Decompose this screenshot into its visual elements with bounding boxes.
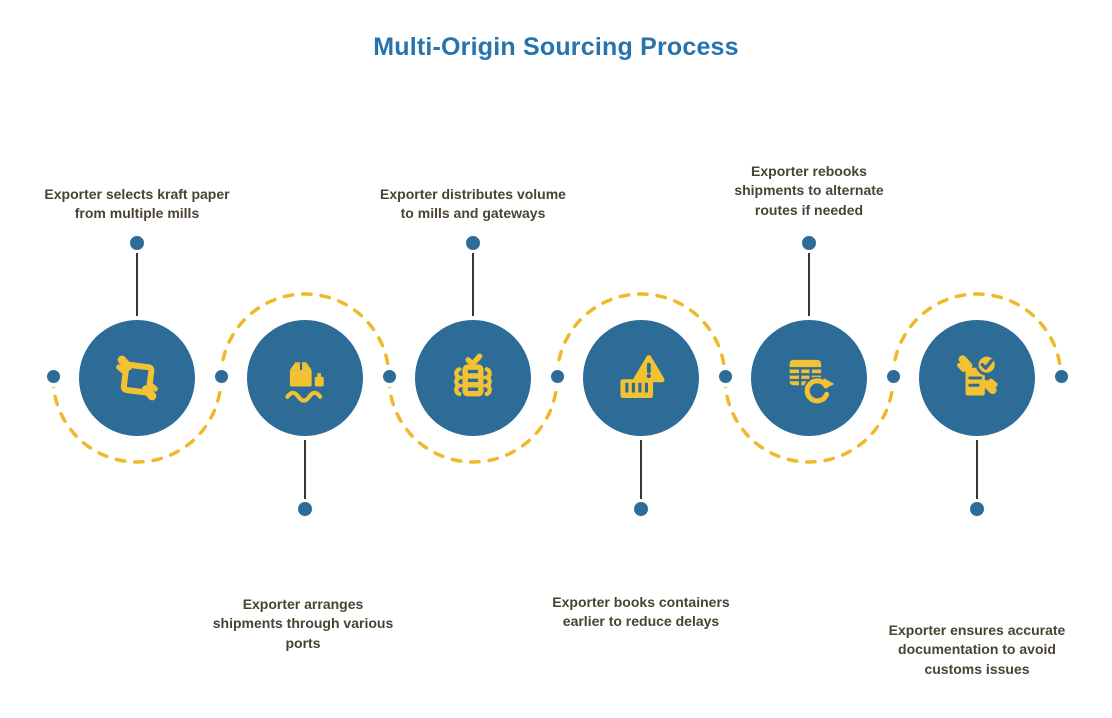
port-shipment-icon xyxy=(285,362,324,403)
step-circle-3 xyxy=(411,316,535,440)
dashed-arc xyxy=(555,292,727,380)
stem-dot-2 xyxy=(295,499,315,519)
junction-dot xyxy=(715,366,736,387)
step-circle-5 xyxy=(747,316,871,440)
cargo-check-icon xyxy=(454,353,492,397)
dashed-arc xyxy=(891,292,1063,380)
schedule-rebook-icon xyxy=(789,359,835,405)
stem-dot-5 xyxy=(799,233,819,253)
dashed-arc xyxy=(723,376,895,464)
paper-handover-icon xyxy=(116,355,158,401)
step-label-4: Exporter books containers earlier to red… xyxy=(552,594,730,630)
step-circle-1 xyxy=(75,316,199,440)
document-check-icon xyxy=(957,353,998,396)
page-title: Multi-Origin Sourcing Process xyxy=(373,33,739,61)
junction-dot xyxy=(379,366,400,387)
step-label-1: Exporter selects kraft paper from multip… xyxy=(44,186,230,222)
junction-dot xyxy=(547,366,568,387)
step-circle-2 xyxy=(243,316,367,440)
dashed-arc xyxy=(51,376,223,464)
stem-line-5 xyxy=(808,247,810,316)
step-circle-4 xyxy=(579,316,703,440)
dashed-arc xyxy=(387,376,559,464)
step-label-3: Exporter distributes volume to mills and… xyxy=(380,186,566,222)
stem-line-4 xyxy=(640,440,642,503)
stem-dot-1 xyxy=(127,233,147,253)
step-circle-6 xyxy=(915,316,1039,440)
step-label-6: Exporter ensures accurate documentation … xyxy=(888,622,1066,677)
step-label-5: Exporter rebooks shipments to alternate … xyxy=(734,163,884,218)
junction-dot xyxy=(211,366,232,387)
step-label-2: Exporter arranges shipments through vari… xyxy=(212,596,394,651)
stem-line-2 xyxy=(304,440,306,503)
stem-line-6 xyxy=(976,440,978,503)
stem-line-1 xyxy=(136,247,138,316)
container-alert-icon xyxy=(620,355,665,398)
dashed-arc xyxy=(219,292,391,380)
stem-dot-3 xyxy=(463,233,483,253)
stem-dot-4 xyxy=(631,499,651,519)
junction-dot xyxy=(883,366,904,387)
stem-dot-6 xyxy=(967,499,987,519)
junction-dot xyxy=(43,366,64,387)
stem-line-3 xyxy=(472,247,474,316)
junction-dot xyxy=(1051,366,1072,387)
